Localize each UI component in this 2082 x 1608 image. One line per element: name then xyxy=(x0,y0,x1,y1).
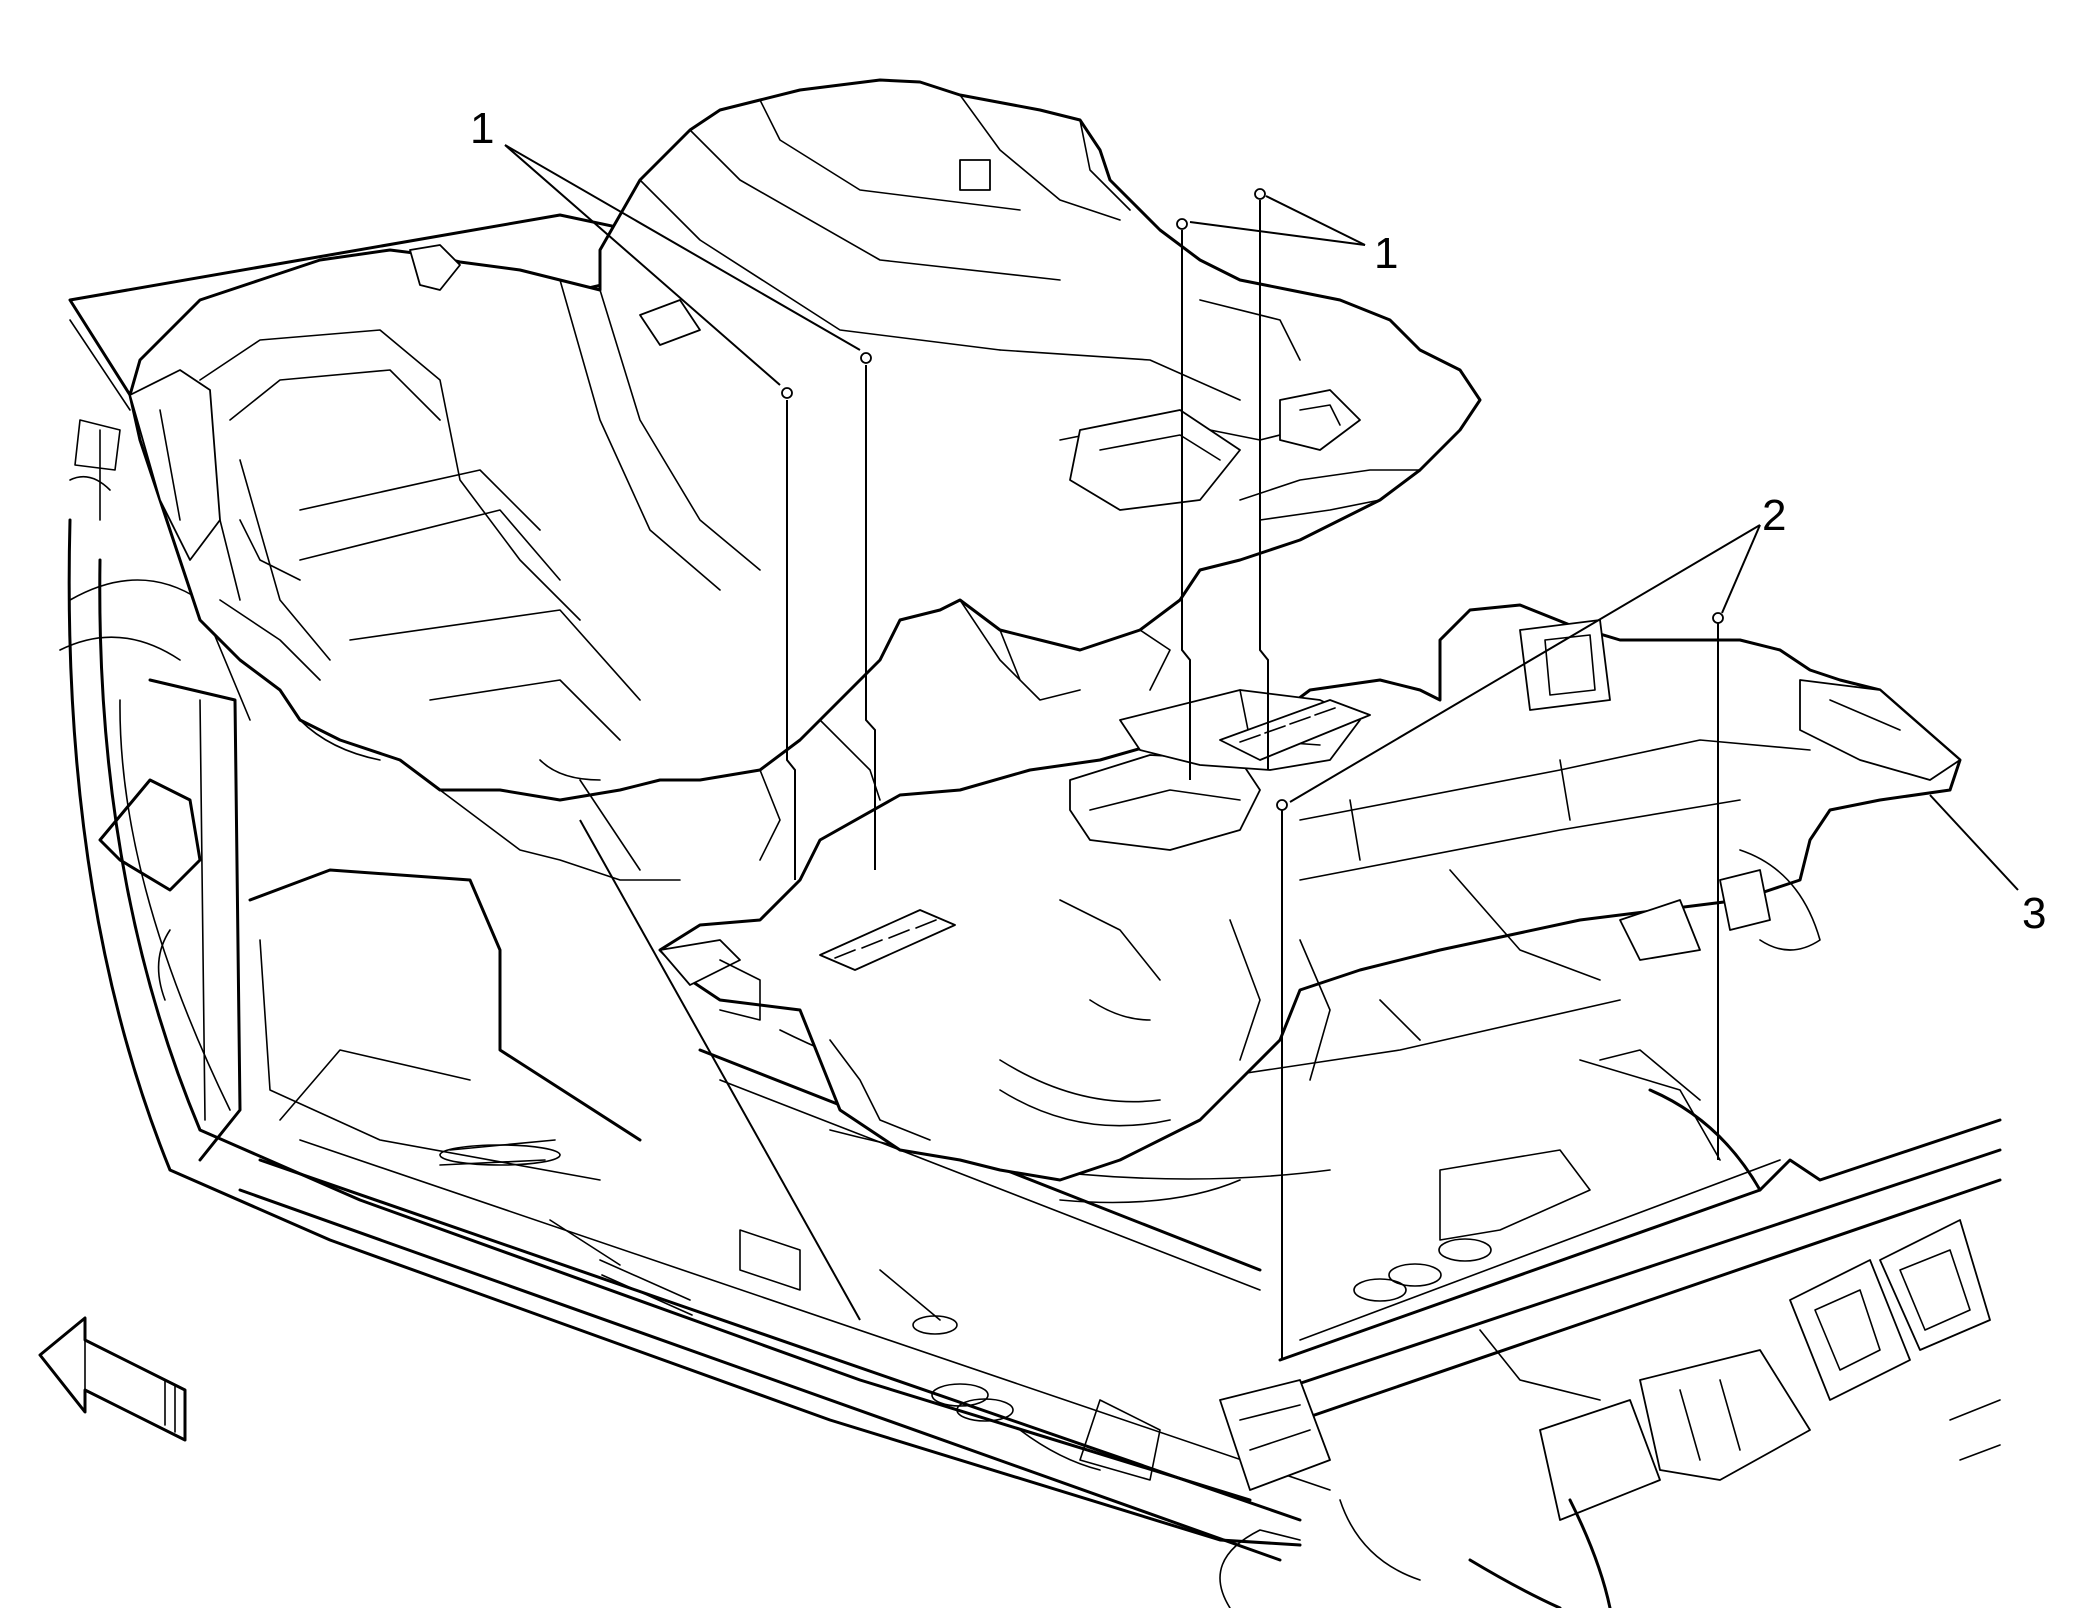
forward-arrow-icon xyxy=(38,1316,187,1442)
callout-leaders xyxy=(504,144,2019,1321)
rear-floor-panel xyxy=(128,78,1482,881)
callout-3: 3 xyxy=(2022,889,2046,938)
callout-2: 2 xyxy=(1762,491,1786,540)
retainer-pin xyxy=(781,387,796,880)
body-frame xyxy=(59,213,2002,1608)
retainers xyxy=(781,188,1724,1360)
retainer-pin xyxy=(1176,218,1191,780)
retainer-pin xyxy=(1712,612,1724,1160)
retainer-pin xyxy=(1276,799,1288,1360)
callout-1-right: 1 xyxy=(1374,229,1398,278)
retainer-pin xyxy=(860,352,876,870)
front-floor-panel xyxy=(658,603,1962,1182)
retainer-pin xyxy=(1254,188,1269,770)
callout-1-left: 1 xyxy=(470,104,494,153)
callout-labels: 1 1 2 3 xyxy=(470,104,2046,938)
